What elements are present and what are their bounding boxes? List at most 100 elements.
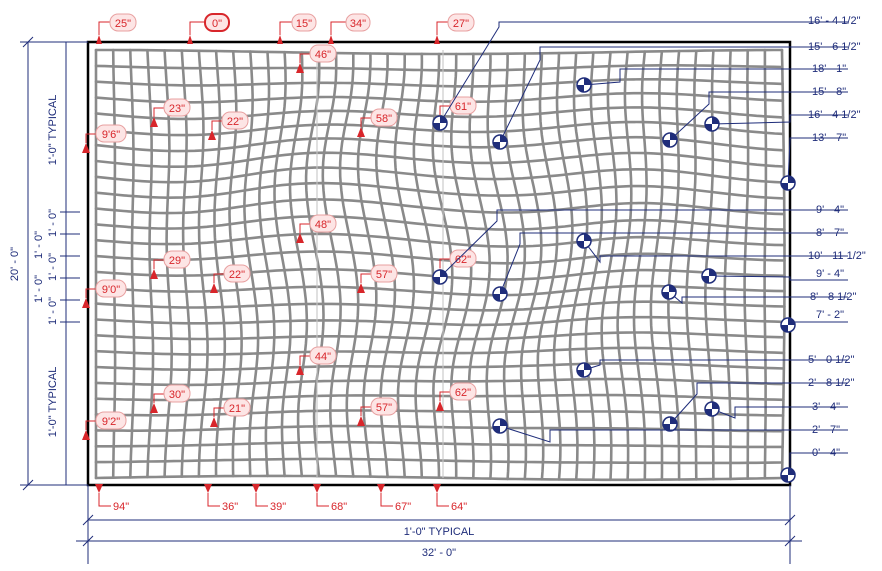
height-bubble [309,214,337,233]
mesh-column-line [485,52,509,480]
mesh-column-line [213,49,227,478]
interior-height-label: 9'6" [102,129,120,141]
interior-height-label: 29" [169,255,185,267]
mesh-column-line [685,49,698,481]
mesh-row-line [94,232,786,248]
mesh-column-line [197,49,209,478]
height-marker [82,430,90,440]
survey-leader [711,406,848,419]
height-marker [150,117,158,127]
mesh-row-line [94,48,784,56]
marker-leader [299,53,310,63]
height-marker [296,233,304,243]
survey-leader [787,137,848,184]
height-bubble [95,411,127,430]
marker-leader [153,259,164,269]
mesh-row-line [94,393,785,402]
height-marker [296,63,304,73]
height-marker [357,127,365,137]
marker-leader [439,258,450,268]
mesh-column-line [519,52,543,481]
typical-top-dim: 1'-0" TYPICAL [47,95,59,166]
survey-quadrant [440,270,447,277]
mesh-row-line [94,346,786,356]
survey-quadrant [669,285,676,292]
survey-quadrant [440,116,447,123]
overall-height-dim: 20' - 0" [9,247,21,281]
bottom-height-marker [204,484,212,493]
survey-quadrant [709,269,716,276]
survey-quadrant [781,183,788,190]
height-bubble [370,264,398,283]
mesh-column-line [273,50,292,478]
mesh-row-line [94,78,784,88]
survey-quadrant [705,124,712,131]
mesh-column-line [632,50,648,481]
mesh-column-line [412,52,435,479]
bottom-height-marker [433,484,441,493]
height-bubble [221,111,249,130]
mesh-column-line [338,52,360,478]
survey-quadrant [663,424,670,431]
mesh-column-line [449,52,473,480]
marker-leader [213,273,224,283]
height-marker [357,283,365,293]
interior-height-markers: 46"23"22"58"61"9'6"48"29"22"57"62"9'0"44… [82,44,477,440]
mesh-column-line [146,48,155,479]
mesh-column-line [502,52,527,481]
survey-quadrant [493,294,500,301]
bottom-height-marker [95,484,103,493]
height-marker [150,269,158,279]
right-dim-12: 7' - 2" [816,309,844,321]
bottom-height-label: 68" [331,501,347,513]
marker-leader [207,493,220,507]
left-dimension-chain: 20' - 0" 1'-0" TYPICAL 1'-0" TYPICAL 1' … [9,36,88,491]
height-bubble [449,382,477,401]
wavy-mesh-grid [94,48,786,482]
marker-leader [436,493,449,507]
mesh-row-line [94,106,785,121]
survey-leader [669,382,848,425]
height-bubble [370,397,398,416]
mesh-column-line [356,52,378,478]
mesh-column-line [243,50,260,478]
mesh-column-line [584,51,604,481]
bottom-height-markers: 94"36"39"68"67"64" [95,484,467,513]
mesh-column-line [616,50,633,482]
interior-height-label: 62" [455,387,471,399]
survey-quadrant [705,409,712,416]
mesh-row-line [94,135,785,153]
interior-height-label: 58" [376,113,392,125]
survey-quadrant [702,276,709,283]
survey-quadrant [433,277,440,284]
mesh-row-line [94,151,786,168]
survey-quadrant [670,133,677,140]
survey-leader [499,232,848,295]
bottom-height-label: 64" [451,501,467,513]
mesh-row-line [94,181,786,200]
height-bubble [449,249,477,268]
height-bubble [223,398,251,417]
survey-quadrant [577,241,584,248]
interior-height-label: 22" [227,116,243,128]
survey-quadrant [781,325,788,332]
mesh-row-line [94,440,784,449]
bottom-height-marker [313,484,321,493]
marker-leader [360,117,371,127]
mesh-row-line [94,331,786,341]
marker-leader [211,120,222,130]
marker-leader [98,493,111,507]
marker-leader [255,493,268,507]
mesh-row-line [94,284,786,297]
survey-leader [669,91,848,141]
survey-point-markers [432,21,848,483]
height-marker [210,283,218,293]
interior-height-label: 21" [229,403,245,415]
survey-leader [439,21,848,124]
right-dimension-leaders: 16' - 4 1/2" 15' - 6 1/2" 18' - 1" 15' -… [808,15,866,459]
mesh-column-line [163,49,174,479]
height-bubble [163,250,191,269]
marker-leader [153,107,164,117]
overall-width-dim: 32' - 0" [422,547,456,559]
